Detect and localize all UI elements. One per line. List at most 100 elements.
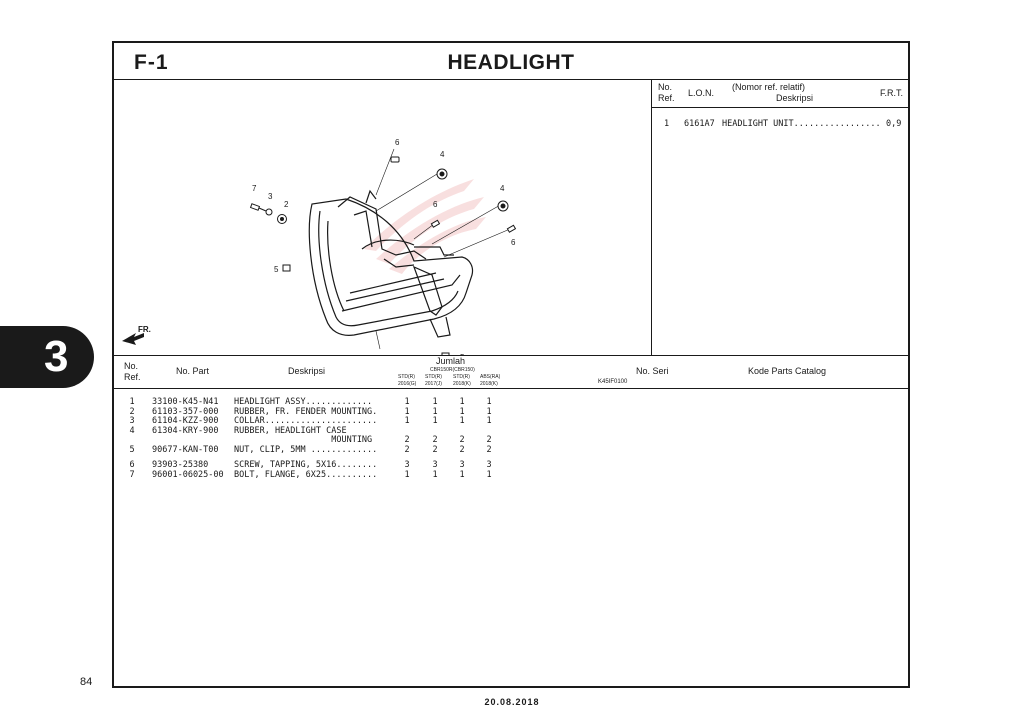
page-number: 84 (80, 676, 93, 688)
row-qty-2: 1 (432, 406, 438, 417)
parts-head-col2-bottom: 2017(J) (425, 381, 442, 387)
row-qty-4: 2 (486, 444, 492, 455)
chapter-number: 3 (44, 332, 69, 381)
row-qty-1: 1 (404, 469, 410, 480)
direction-label: FR. (138, 325, 151, 334)
table-row: 3 61104-KZZ-900 COLLAR..................… (114, 416, 908, 426)
parts-head-col4-top: ABS(RA) (480, 374, 501, 380)
row-description: MOUNTING (234, 435, 373, 445)
row-part-number: 33100-K45-N41 (152, 397, 219, 407)
row-part-number: 61103-357-000 (152, 406, 219, 417)
parts-head-col4-bottom: 2018(K) (480, 381, 498, 387)
table-row: 2 61103-357-000 RUBBER, FR. FENDER MOUNT… (114, 407, 908, 417)
section-title: HEADLIGHT (447, 51, 575, 74)
title-row: F-1 HEADLIGHT (114, 43, 908, 80)
parts-head-no: No. (124, 361, 139, 371)
row-ref: 4 (129, 425, 135, 436)
lon-row-desc: HEADLIGHT UNIT................. (722, 119, 881, 129)
callout-4: 4 (500, 184, 505, 193)
lon-row-frt: 0,9 (886, 119, 902, 129)
row-qty-1: 3 (404, 460, 410, 470)
row-ref: 6 (129, 460, 135, 470)
parts-head-col1-top: STD(R) (398, 374, 415, 380)
row-qty-3: 2 (459, 435, 465, 445)
row-ref: 5 (129, 444, 135, 455)
callout-5: 5 (274, 265, 279, 274)
row-qty-1: 1 (404, 416, 410, 426)
row-qty-4: 2 (486, 435, 492, 445)
row-qty-3: 3 (459, 460, 465, 470)
table-row: 5 90677-KAN-T00 NUT, CLIP, 5MM .........… (114, 445, 908, 455)
row-part-number: 96001-06025-00 (152, 469, 224, 480)
lon-table: No. Ref. L.O.N. (Nomor ref. relatif) Des… (652, 79, 908, 355)
row-qty-2: 1 (432, 469, 438, 480)
table-row: 7 96001-06025-00 BOLT, FLANGE, 6X25.....… (114, 470, 908, 480)
row-qty-1: 1 (404, 406, 410, 417)
row-description: RUBBER, HEADLIGHT CASE (234, 425, 347, 436)
callout-6: 6 (395, 138, 400, 147)
callout-4: 4 (440, 150, 445, 159)
row-ref: 2 (129, 406, 135, 417)
row-qty-3: 1 (459, 397, 465, 407)
lon-head-ref: Ref. (658, 93, 675, 103)
row-part-number: 93903-25380 (152, 460, 209, 470)
parts-head-model: CBR150R(CBR150) (430, 367, 475, 373)
row-qty-3: 1 (459, 416, 465, 426)
row-qty-4: 1 (486, 469, 492, 480)
row-qty-2: 1 (432, 397, 438, 407)
row-qty-1: 2 (404, 435, 410, 445)
lon-head-desc-top: (Nomor ref. relatif) (732, 82, 806, 92)
row-part-number: 61104-KZZ-900 (152, 416, 219, 426)
section-code: F-1 (134, 51, 169, 74)
parts-head-ref: Ref. (124, 372, 141, 382)
row-qty-4: 3 (486, 460, 492, 470)
lon-head-frt: F.R.T. (880, 88, 904, 98)
parts-head-qty: Jumlah (436, 356, 466, 366)
row-part-number: 90677-KAN-T00 (152, 444, 219, 455)
row-qty-2: 3 (432, 460, 438, 470)
exploded-diagram: FR. 6 4 7 3 2 6 4 6 5 1 5 K45IF0100 (114, 79, 652, 385)
figure-code: K45IF0100 (598, 379, 628, 385)
row-description: SCREW, TAPPING, 5X16........ (234, 460, 378, 470)
parts-head-catalog: Kode Parts Catalog (748, 366, 827, 376)
row-qty-4: 1 (486, 397, 492, 407)
parts-head-col1-bottom: 2016(G) (398, 381, 417, 387)
table-row: 1 33100-K45-N41 HEADLIGHT ASSY..........… (114, 397, 908, 407)
lon-head-desc: Deskripsi (776, 93, 814, 103)
row-description: NUT, CLIP, 5MM ............. (234, 444, 378, 455)
callout-5: 5 (460, 353, 465, 355)
footer-date: 20.08.2018 (484, 697, 540, 707)
parts-head-col3-bottom: 2018(K) (453, 381, 471, 387)
table-row: MOUNTING 2 2 2 2 (114, 435, 908, 445)
lon-head-lon: L.O.N. (688, 88, 715, 98)
parts-head-part: No. Part (176, 366, 210, 376)
headlight-housing (308, 189, 474, 338)
table-row: 6 93903-25380 SCREW, TAPPING, 5X16......… (114, 460, 908, 470)
lon-row-ref: 1 (664, 119, 670, 129)
chapter-tab: 3 (0, 326, 94, 388)
row-qty-2: 1 (432, 416, 438, 426)
row-qty-3: 1 (459, 406, 465, 417)
callout-6: 6 (433, 200, 438, 209)
parts-head-col3-top: STD(R) (453, 374, 470, 380)
row-qty-2: 2 (432, 444, 438, 455)
parts-head-serial: No. Seri (636, 366, 669, 376)
lon-head-no: No. (658, 82, 673, 92)
row-ref: 1 (129, 397, 135, 407)
row-description: COLLAR...................... (234, 416, 378, 426)
row-description: HEADLIGHT ASSY............. (234, 397, 373, 407)
row-description: RUBBER, FR. FENDER MOUNTING. (234, 406, 378, 417)
row-ref: 3 (129, 416, 135, 426)
row-part-number: 61304-KRY-900 (152, 425, 219, 436)
row-qty-4: 1 (486, 406, 492, 417)
fasteners (249, 156, 517, 355)
parts-head-col2-top: STD(R) (425, 374, 442, 380)
row-qty-2: 2 (432, 435, 438, 445)
callout-3: 3 (268, 192, 273, 201)
leader-lines (375, 148, 511, 350)
parts-table-header: No. Ref. No. Part Deskripsi Jumlah CBR15… (114, 355, 908, 389)
row-description: BOLT, FLANGE, 6X25.......... (234, 469, 378, 480)
callout-7: 7 (252, 184, 257, 193)
row-qty-3: 2 (459, 444, 465, 455)
row-qty-3: 1 (459, 469, 465, 480)
